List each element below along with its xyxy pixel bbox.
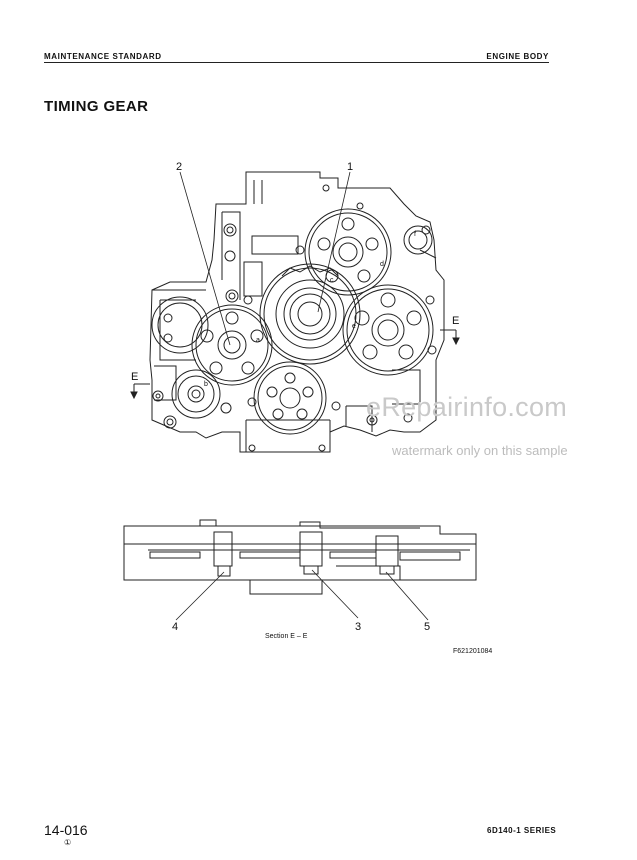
callout-4: 4 bbox=[172, 621, 178, 633]
page-title: TIMING GEAR bbox=[44, 98, 149, 115]
header-section-title: MAINTENANCE STANDARD bbox=[44, 52, 162, 61]
gear-letter-c: c bbox=[330, 277, 334, 284]
callout-2: 2 bbox=[176, 161, 182, 173]
gear-letter-f: f bbox=[414, 231, 416, 238]
gear-letter-e: e bbox=[352, 323, 356, 330]
page-number: 14-016 bbox=[44, 822, 88, 838]
callout-5: 5 bbox=[424, 621, 430, 633]
watermark-site: eRepairinfo.com bbox=[366, 392, 568, 422]
figure-code: F621201084 bbox=[453, 648, 493, 655]
section-caption: Section E – E bbox=[265, 633, 308, 640]
gear-letter-b: b bbox=[204, 381, 208, 388]
callout-1: 1 bbox=[347, 161, 353, 173]
gear-housing-outline bbox=[149, 171, 445, 453]
gear-letter-a: a bbox=[256, 337, 260, 344]
section-marker-right: E bbox=[452, 315, 459, 327]
header-chapter-title: ENGINE BODY bbox=[486, 52, 549, 61]
header-divider bbox=[44, 62, 549, 63]
watermark-note: watermark only on this sample bbox=[392, 443, 568, 458]
model-series: 6D140-1 SERIES bbox=[487, 826, 557, 835]
section-marker-left: E bbox=[131, 371, 138, 383]
revision-mark: ① bbox=[64, 838, 72, 847]
callout-3: 3 bbox=[355, 621, 361, 633]
section-view bbox=[123, 519, 477, 595]
gear-letter-d: d bbox=[380, 261, 384, 268]
